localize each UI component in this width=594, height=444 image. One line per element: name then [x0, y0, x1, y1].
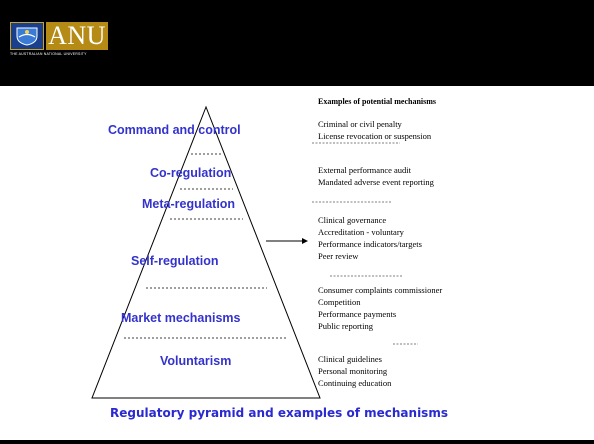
crest-shield-icon: [16, 27, 38, 46]
mechanism-group-5: Clinical guidelines Personal monitoring …: [318, 353, 391, 389]
bottom-bar: [0, 440, 594, 444]
logo-wordmark-box: ANU: [46, 22, 108, 50]
pyramid-diagram: [91, 105, 418, 399]
mechanism-group-2: External performance audit Mandated adve…: [318, 164, 434, 188]
crest-icon: [10, 22, 44, 50]
level-voluntarism: Voluntarism: [160, 354, 232, 368]
mechanism-item: Mandated adverse event reporting: [318, 177, 434, 187]
mechanism-item: Peer review: [318, 251, 359, 261]
level-self-regulation: Self-regulation: [131, 254, 219, 268]
arrow-head-icon: [302, 238, 308, 244]
slide-content: Command and control Co-regulation Meta-r…: [0, 86, 594, 440]
level-co-regulation: Co-regulation: [150, 166, 232, 180]
anu-logo[interactable]: ANU THE AUSTRALIAN NATIONAL UNIVERSITY: [10, 22, 122, 59]
pyramid-outline: [91, 105, 321, 399]
mechanism-item: Performance payments: [318, 309, 397, 319]
level-market-mechanisms: Market mechanisms: [121, 311, 241, 325]
mechanism-item: External performance audit: [318, 165, 411, 175]
mechanism-group-3: Clinical governance Accreditation - volu…: [318, 214, 422, 262]
level-command-and-control: Command and control: [108, 123, 241, 137]
level-meta-regulation: Meta-regulation: [142, 197, 236, 211]
logo-wordmark: ANU: [48, 21, 106, 50]
mechanism-item: Clinical guidelines: [318, 354, 382, 364]
mechanism-item: Competition: [318, 297, 361, 307]
mechanism-item: Continuing education: [318, 378, 392, 388]
header-bar: ANU THE AUSTRALIAN NATIONAL UNIVERSITY: [0, 0, 594, 86]
logo-subtitle: THE AUSTRALIAN NATIONAL UNIVERSITY: [10, 52, 87, 56]
mechanism-item: License revocation or suspension: [318, 131, 432, 141]
slide-caption: Regulatory pyramid and examples of mecha…: [110, 406, 448, 420]
mechanism-item: Accreditation - voluntary: [318, 227, 404, 237]
mechanism-item: Clinical governance: [318, 215, 387, 225]
mechanism-item: Criminal or civil penalty: [318, 119, 402, 129]
mechanism-item: Consumer complaints commissioner: [318, 285, 443, 295]
mechanism-item: Performance indicators/targets: [318, 239, 422, 249]
mechanism-group-4: Consumer complaints commissioner Competi…: [318, 284, 442, 332]
mechanism-item: Public reporting: [318, 321, 374, 331]
mechanism-item: Personal monitoring: [318, 366, 388, 376]
mechanisms-title: Examples of potential mechanisms: [318, 97, 436, 106]
mechanism-group-1: Criminal or civil penalty License revoca…: [318, 118, 431, 142]
